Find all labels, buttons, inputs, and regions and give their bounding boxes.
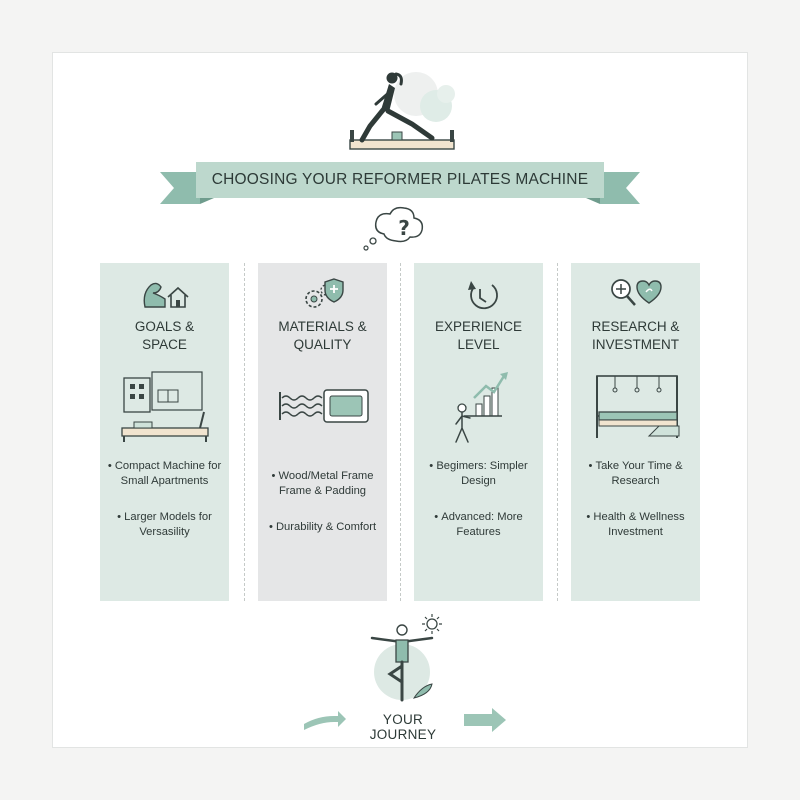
- list-item: Begimers: Simpler Design: [414, 459, 543, 488]
- bullet-list: Wood/Metal Frame Frame & Padding Durabil…: [258, 469, 387, 557]
- clock-cycle-icon: [468, 281, 498, 310]
- column-materials-quality: MATERIALS & QUALITY Wood/Metal Frame Fra…: [258, 263, 387, 601]
- journey-arrows: [304, 708, 506, 732]
- column-divider: [557, 263, 558, 601]
- column-heading: EXPERIENCE LEVEL: [434, 319, 523, 352]
- column-divider: [400, 263, 401, 601]
- column-heading: RESEARCH & INVESTMENT: [591, 319, 680, 352]
- bullet-list: Begimers: Simpler Design Advanced: More …: [414, 459, 543, 561]
- cadillac-reformer-illustration: [596, 375, 680, 438]
- list-item: Compact Machine for Small Apartments: [100, 459, 229, 488]
- list-item: Take Your Time & Research: [571, 459, 700, 488]
- climbing-growth-illustration: [455, 372, 508, 443]
- list-item: Larger Models for Versasility: [100, 510, 229, 539]
- gears-and-shield-icon: [305, 278, 344, 308]
- question-bubble-icon: ?: [363, 206, 424, 251]
- spring-and-carriage-illustration: [279, 389, 369, 423]
- column-divider: [244, 263, 245, 601]
- column-heading: GOALS & SPACE: [134, 319, 195, 352]
- bullet-list: Take Your Time & Research Health & Welln…: [571, 459, 700, 561]
- column-experience-level: EXPERIENCE LEVEL Begimers: Simpler Desig…: [414, 263, 543, 601]
- column-heading: MATERIALS & QUALITY: [278, 319, 367, 352]
- list-item: Health & Wellness Investment: [571, 510, 700, 539]
- list-item: Durability & Comfort: [258, 520, 387, 535]
- list-item: Advanced: More Features: [414, 510, 543, 539]
- tree-pose-figure-icon: [370, 614, 442, 702]
- journey-label: YOUR JOURNEY: [369, 712, 437, 742]
- svg-text:?: ?: [398, 216, 410, 240]
- bullet-list: Compact Machine for Small Apartments Lar…: [100, 459, 229, 561]
- list-item: Wood/Metal Frame Frame & Padding: [258, 469, 387, 498]
- column-goals-space: GOALS & SPACE Compact Machine for Small …: [100, 263, 229, 601]
- page-title: CHOOSING YOUR REFORMER PILATES MACHINE: [211, 171, 589, 188]
- apartment-reformer-illustration: [121, 371, 209, 442]
- title-ribbon: [160, 162, 640, 204]
- pilates-lunge-illustration: [349, 72, 455, 150]
- arm-and-house-icon: [143, 282, 189, 308]
- column-research-investment: RESEARCH & INVESTMENT Take Your Time & R…: [571, 263, 700, 601]
- magnifier-and-heart-icon: [611, 279, 662, 306]
